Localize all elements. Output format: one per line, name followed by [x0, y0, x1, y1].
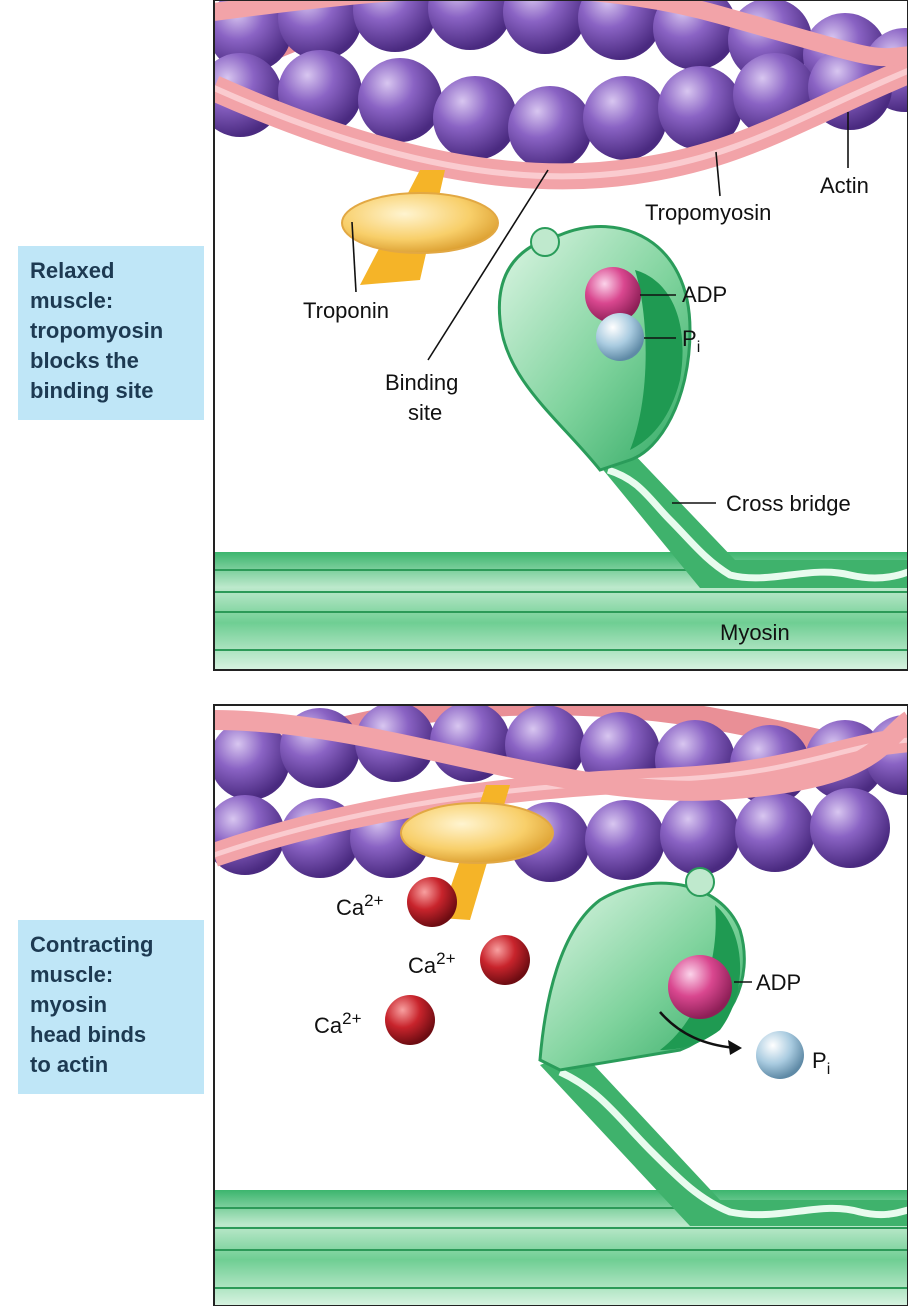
- binding-site-label-line1: Binding: [385, 370, 458, 395]
- cross-bridge-neck: [595, 450, 908, 588]
- phosphate-molecule: [596, 313, 644, 361]
- troponin: [400, 802, 554, 864]
- relaxed-leader-lines: [351, 112, 849, 504]
- pi-label: Pi: [812, 1048, 830, 1078]
- myosin-label: Myosin: [720, 620, 790, 645]
- pi-label: Pi: [682, 326, 700, 356]
- calcium-ion: [480, 935, 530, 985]
- relaxed-caption: Relaxed muscle: tropomyosin blocks the b…: [18, 246, 204, 420]
- troponin: [341, 192, 499, 254]
- calcium-ion: [385, 995, 435, 1045]
- adp-molecule: [668, 955, 732, 1019]
- calcium-label: Ca2+: [336, 891, 384, 920]
- caption-line: Relaxed: [30, 258, 115, 283]
- relaxed-panel-border: [213, 0, 908, 671]
- caption-line: myosin: [30, 992, 108, 1017]
- adp-label: ADP: [756, 970, 801, 995]
- cross-bridge-label: Cross bridge: [726, 491, 851, 516]
- caption-line: muscle:: [30, 288, 114, 313]
- caption-line: binding site: [30, 378, 154, 403]
- calcium-ion: [407, 877, 457, 927]
- adp-molecule: [585, 267, 641, 323]
- caption-line: head binds: [30, 1022, 147, 1047]
- phosphate-release-arrow: [659, 1011, 736, 1050]
- caption-line: Contracting: [30, 932, 154, 957]
- contracting-panel: [214, 705, 908, 1306]
- caption-line: tropomyosin: [30, 318, 164, 343]
- calcium-label: Ca2+: [314, 1009, 362, 1038]
- troponin-label: Troponin: [303, 298, 389, 323]
- calcium-label: Ca2+: [408, 949, 456, 978]
- caption-line: to actin: [30, 1052, 109, 1077]
- caption-line: blocks the: [30, 348, 139, 373]
- binding-site-label-line2: site: [408, 400, 442, 425]
- adp-label: ADP: [682, 282, 727, 307]
- contracting-caption: Contracting muscle: myosin head binds to…: [18, 920, 204, 1094]
- released-phosphate: [756, 1031, 804, 1079]
- contracting-panel-border: [213, 704, 908, 1306]
- relaxed-panel: [214, 0, 908, 670]
- tropomyosin-label: Tropomyosin: [645, 200, 771, 225]
- actin-label: Actin: [820, 173, 869, 198]
- caption-line: muscle:: [30, 962, 114, 987]
